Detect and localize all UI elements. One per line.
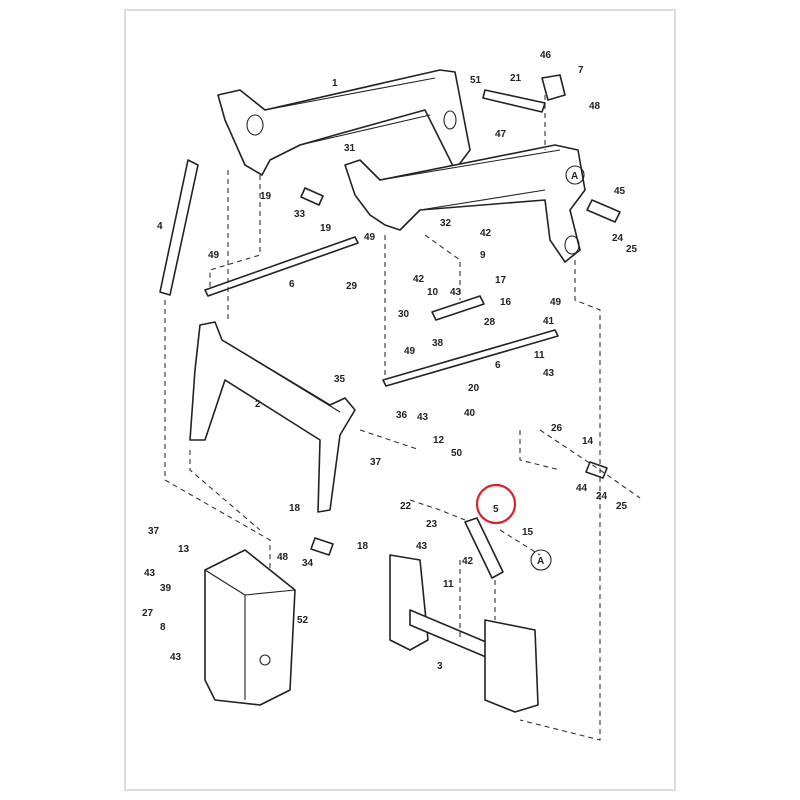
part-45-bushing (586, 199, 621, 223)
part-label: 43 (543, 368, 555, 379)
part-label: 31 (344, 143, 356, 154)
part-label: 50 (451, 448, 463, 459)
part-label: 27 (142, 608, 154, 619)
part-label: 8 (160, 622, 166, 633)
part-label: 11 (534, 350, 545, 361)
part-label: 22 (400, 501, 412, 512)
part-label: 20 (468, 383, 480, 394)
svg-text:A: A (571, 171, 578, 182)
part-label: 28 (484, 317, 496, 328)
part-label: 48 (277, 552, 289, 563)
part-label: 18 (289, 503, 301, 514)
part-6-rod-lower (382, 329, 559, 387)
part-label: 42 (413, 274, 425, 285)
part-5-cylinder (464, 517, 504, 579)
part-label: 24 (596, 491, 608, 502)
part-label: 6 (495, 360, 501, 371)
part-label: 19 (320, 223, 332, 234)
part-label: 43 (170, 652, 182, 663)
part-label: 21 (510, 73, 522, 84)
part-label: 36 (396, 410, 408, 421)
part-label: 49 (404, 346, 416, 357)
part-label: 37 (370, 457, 382, 468)
part-label: 43 (144, 568, 156, 579)
part-16 (431, 295, 485, 321)
part-label: 37 (148, 526, 160, 537)
part-2-lower-frame (189, 321, 356, 513)
part-number-labels: 1 51 21 46 7 48 47 31 45 19 33 19 4 32 4… (142, 50, 638, 672)
part-label: 51 (470, 75, 482, 86)
part-label: 25 (616, 501, 628, 512)
part-label: 30 (398, 309, 410, 320)
part-label: 43 (417, 412, 429, 423)
part-label: 42 (480, 228, 492, 239)
part-label: 32 (440, 218, 452, 229)
reference-marker-a-bottom: A (530, 549, 552, 571)
reference-marker-a-top: A (565, 165, 585, 185)
part-label: 17 (495, 275, 507, 286)
part-label: 38 (432, 338, 444, 349)
part-label: 16 (500, 297, 512, 308)
part-label: 49 (364, 232, 376, 243)
part-label: 43 (416, 541, 428, 552)
part-label: 48 (589, 101, 601, 112)
part-label: 49 (208, 250, 220, 261)
part-label: 24 (612, 233, 624, 244)
part-label: 42 (462, 556, 474, 567)
part-label: 29 (346, 281, 358, 292)
part-label: 23 (426, 519, 438, 530)
part-label: 11 (443, 579, 454, 590)
part-label: 10 (427, 287, 439, 298)
part-label: 49 (550, 297, 562, 308)
part-3-attachment-plate (389, 554, 539, 713)
part-4-cylinder (159, 159, 199, 296)
part-label: 7 (578, 65, 584, 76)
part-label: 15 (522, 527, 534, 538)
assembly-guide-lines (164, 95, 641, 741)
part-label: 44 (576, 483, 588, 494)
part-lower-cross-frame (344, 144, 586, 263)
part-label: 41 (543, 316, 555, 327)
part-label: 6 (289, 279, 295, 290)
part-label: 1 (332, 78, 338, 89)
part-label: 14 (582, 436, 594, 447)
part-label: 9 (480, 250, 486, 261)
part-34-bushing (310, 537, 334, 556)
highlight-circle-part-5 (475, 483, 517, 525)
part-label: 18 (357, 541, 369, 552)
part-label: 33 (294, 209, 306, 220)
part-label: 34 (302, 558, 314, 569)
part-label: 43 (450, 287, 462, 298)
part-label: 25 (626, 244, 638, 255)
part-label: 35 (334, 374, 346, 385)
part-label: 4 (157, 221, 163, 232)
svg-text:A: A (537, 556, 544, 567)
part-44-bushing (585, 461, 608, 479)
part-label: 47 (495, 129, 507, 140)
part-label: 26 (551, 423, 563, 434)
part-label: 19 (260, 191, 272, 202)
part-label: 2 (255, 399, 261, 410)
part-1-upper-frame (217, 69, 471, 176)
part-6-rod-upper (204, 236, 359, 297)
part-label: 12 (433, 435, 445, 446)
part-label-highlighted: 5 (493, 504, 499, 515)
part-52-mount (204, 549, 296, 706)
part-7-bracket (541, 74, 566, 101)
part-33-bushing (300, 187, 324, 206)
part-21-bracket (482, 89, 546, 113)
part-label: 39 (160, 583, 172, 594)
part-label: 40 (464, 408, 476, 419)
part-label: 45 (614, 186, 626, 197)
part-label: 52 (297, 615, 309, 626)
part-label: 46 (540, 50, 552, 61)
part-label: 13 (178, 544, 190, 555)
part-label: 3 (437, 661, 443, 672)
